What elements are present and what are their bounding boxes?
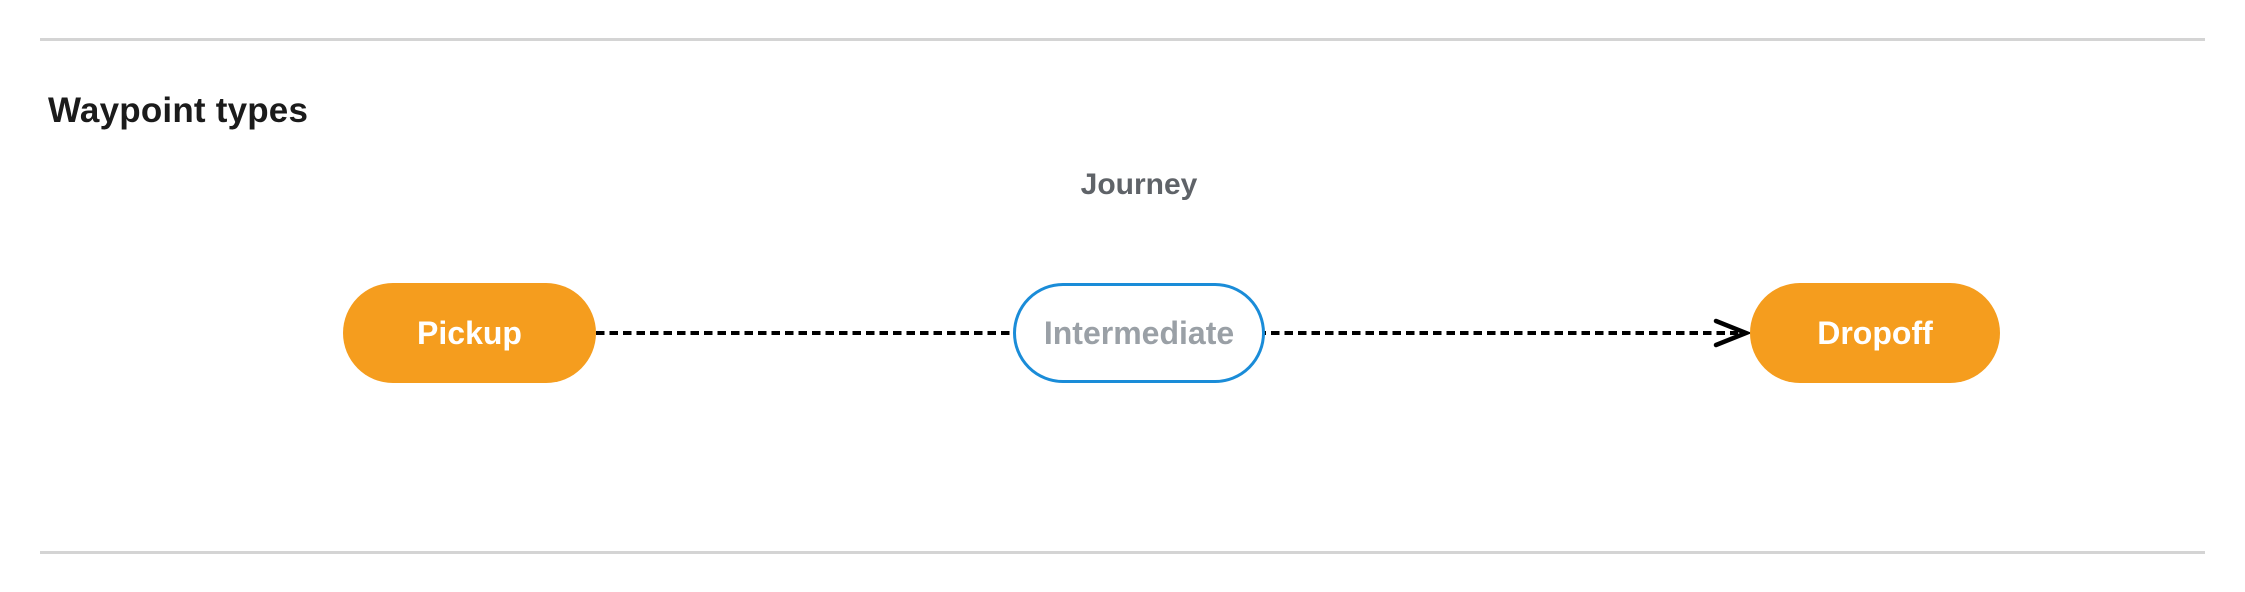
- journey-label: Journey: [1080, 168, 1198, 201]
- top-divider: [40, 38, 2205, 41]
- node-pickup: Pickup: [343, 283, 596, 383]
- node-pickup-label: Pickup: [417, 314, 522, 351]
- node-intermediate-label: Intermediate: [1043, 314, 1235, 351]
- node-dropoff-label: Dropoff: [1817, 314, 1933, 351]
- node-dropoff: Dropoff: [1750, 283, 2000, 383]
- section-title: Waypoint types: [48, 91, 309, 131]
- bottom-divider: [40, 551, 2205, 554]
- node-intermediate: Intermediate: [1013, 283, 1265, 383]
